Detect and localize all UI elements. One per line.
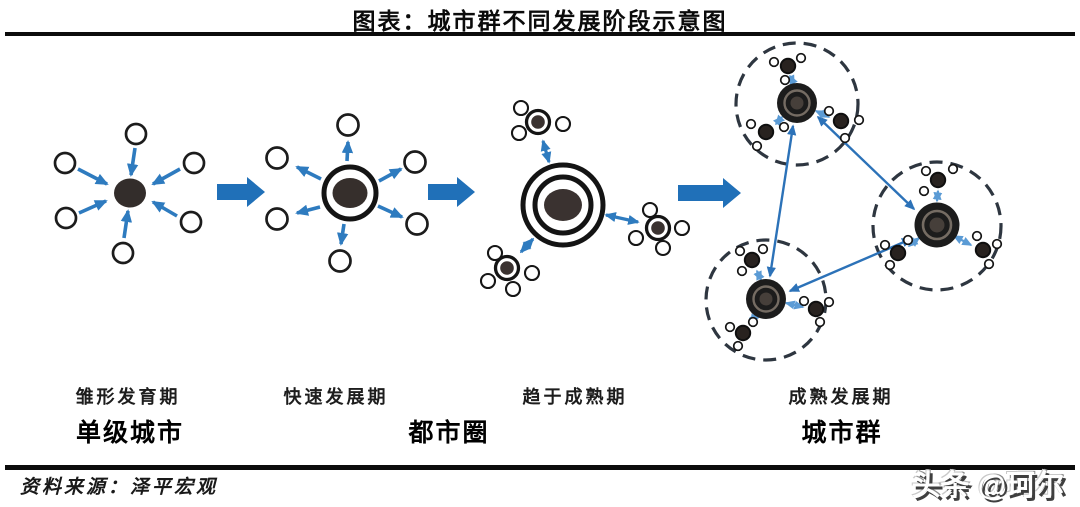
- stage1-single-city-diagram: [53, 122, 206, 265]
- mini-cluster: [918, 163, 959, 197]
- sub-center-cluster: [627, 201, 691, 257]
- satellite-town: [265, 146, 289, 170]
- satellite-town: [182, 151, 206, 175]
- metro-circle-right: [871, 160, 1003, 292]
- period-label-maturing: 趋于成熟期: [522, 387, 628, 407]
- satellite-town: [403, 150, 427, 174]
- bullseye-core-city: [520, 162, 606, 248]
- core-city: [114, 178, 146, 208]
- satellite-town: [405, 212, 429, 236]
- ringed-core-city: [777, 83, 817, 123]
- stage-transition-arrow-1: [217, 177, 265, 207]
- period-label-rapid: 快速发展期: [283, 387, 389, 407]
- source-note: 资料来源：泽平宏观: [20, 477, 219, 498]
- mini-cluster: [745, 118, 790, 152]
- stage3-maturing-diagram: [479, 99, 691, 298]
- satellite-town: [179, 210, 203, 234]
- stage-transition-arrow-2: [428, 177, 475, 207]
- category-label-single-city: 单级城市: [75, 419, 185, 447]
- mini-cluster: [971, 230, 1003, 270]
- mini-cluster: [724, 316, 759, 352]
- satellite-town: [124, 122, 148, 146]
- ringed-core-city: [746, 279, 786, 319]
- footer-divider: [5, 465, 1075, 470]
- satellite-town: [54, 206, 78, 230]
- satellite-town: [336, 113, 360, 137]
- mini-cluster: [734, 243, 769, 277]
- stage2-metro-area-diagram: [265, 113, 429, 273]
- category-label-metro-circle: 都市圈: [408, 419, 490, 447]
- sub-center-cluster: [479, 244, 541, 298]
- mini-cluster: [798, 295, 835, 328]
- ringed-core-city: [914, 202, 960, 248]
- metro-circle-top: [734, 41, 860, 167]
- mini-cluster: [768, 52, 807, 86]
- satellite-town: [328, 249, 352, 273]
- stage4-city-cluster-diagram: [704, 41, 1003, 362]
- mini-cluster: [823, 105, 865, 144]
- watermark: 头条 @珂尔: [911, 470, 1064, 502]
- figure-title: 图表：城市群不同发展阶段示意图: [352, 8, 728, 34]
- period-label-mature: 成熟发展期: [788, 387, 894, 407]
- sub-center-cluster: [510, 99, 572, 142]
- title-divider: [5, 31, 1075, 36]
- stage-transition-arrow-3: [678, 178, 741, 208]
- satellite-town: [53, 151, 77, 175]
- ringed-core-city: [321, 164, 379, 222]
- satellite-town: [111, 241, 135, 265]
- satellite-town: [265, 207, 289, 231]
- category-label-city-cluster: 城市群: [801, 419, 883, 447]
- mini-cluster: [879, 234, 914, 271]
- period-label-embryonic: 雏形发育期: [75, 387, 181, 407]
